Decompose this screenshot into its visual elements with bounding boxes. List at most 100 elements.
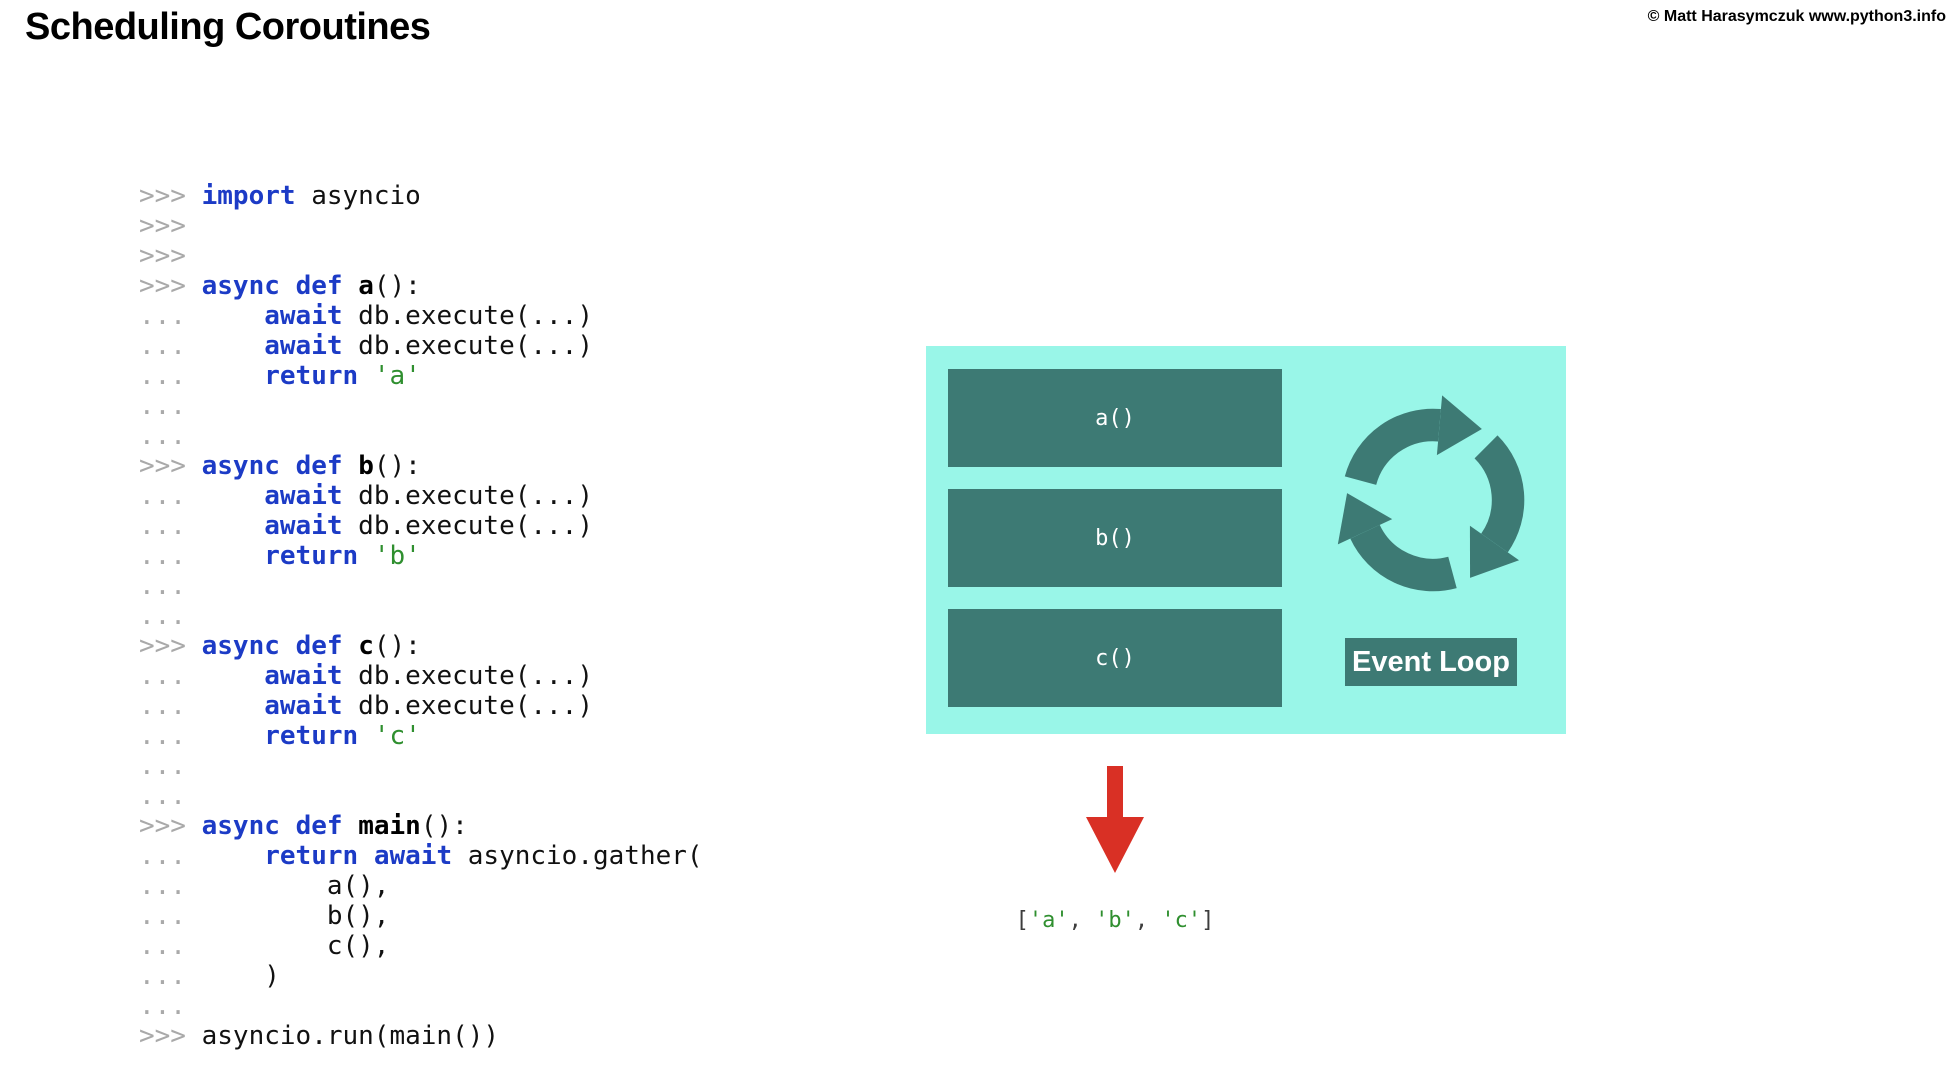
code-token: >>> [139,1021,202,1051]
code-token [202,481,265,511]
code-line: ... [139,781,703,811]
code-token: >>> [139,631,202,661]
code-token: (): [373,451,421,481]
arrow-stem [1107,766,1123,818]
code-token: >>> [139,271,202,301]
code-line: ... return 'c' [139,721,703,751]
code-token: ... [139,541,202,571]
code-line: >>> async def c(): [139,631,703,661]
code-token [343,811,359,841]
code-token: db.execute(...) [342,511,593,541]
code-token: ) [201,961,280,991]
code-token [358,541,374,571]
event-loop-panel: a()b()c() Event Loop [926,346,1566,734]
code-token: ... [139,421,186,451]
task-box-c: c() [948,609,1282,707]
code-token: c(), [201,931,390,961]
code-token: def [295,811,343,841]
code-line: ... [139,991,703,1021]
result-arrow [948,766,1282,873]
code-token [202,541,265,571]
code-token [343,631,359,661]
code-token [202,511,265,541]
code-line: ... [139,571,703,601]
code-token: await [373,841,453,871]
code-token: ... [139,841,202,871]
code-line: ... return await asyncio.gather( [139,841,703,871]
code-line: >>> async def main(): [139,811,703,841]
code-line: ... await db.execute(...) [139,481,703,511]
code-token: async [201,811,280,841]
code-token: ... [139,991,186,1021]
code-token: >>> [139,181,202,211]
code-line: >>> asyncio.run(main()) [139,1021,703,1051]
code-token: , [1134,908,1162,933]
code-line: ... a(), [139,871,703,901]
task-box-a: a() [948,369,1282,467]
code-token: ... [139,901,202,931]
code-token: ... [139,721,202,751]
result-text: ['a', 'b', 'c'] [948,908,1282,933]
code-token: await [264,481,343,511]
code-line: ... [139,421,703,451]
code-token: return [264,361,359,391]
code-token [202,841,265,871]
code-line: ... return 'b' [139,541,703,571]
code-line: ... await db.execute(...) [139,301,703,331]
event-loop-cycle-icon [1337,395,1525,592]
code-token: >>> [139,211,186,241]
code-token [358,361,374,391]
arrow-head-icon [1086,817,1144,873]
code-token: def [295,631,343,661]
code-token: asyncio.run(main()) [201,1021,500,1051]
code-token: await [264,331,343,361]
code-line: ... b(), [139,901,703,931]
code-token: >>> [139,811,202,841]
code-token: 'a' [373,361,421,391]
code-token: async [201,451,280,481]
code-token: import [201,181,296,211]
code-token: ... [139,361,202,391]
page-title: Scheduling Coroutines [25,6,431,48]
code-token: [ [1015,908,1029,933]
code-token [343,271,359,301]
code-token: return [264,721,359,751]
code-token: ... [139,931,202,961]
code-line: >>> async def b(): [139,451,703,481]
code-line: ... await db.execute(...) [139,691,703,721]
code-token: ] [1201,908,1215,933]
code-token [202,661,265,691]
code-line: ... [139,601,703,631]
code-token: , [1068,908,1096,933]
code-token [202,301,265,331]
code-token: def [295,271,343,301]
code-token: ... [139,601,186,631]
code-token: main [358,811,421,841]
code-line: >>> [139,211,703,241]
code-token: await [264,511,343,541]
code-token: 'a' [1028,908,1069,933]
code-token: ... [139,511,202,541]
code-line: ... await db.execute(...) [139,661,703,691]
code-token: ... [139,391,186,421]
code-token: db.execute(...) [342,331,593,361]
code-line: >>> import asyncio [139,181,703,211]
code-block: >>> import asyncio>>>>>>>>> async def a(… [139,181,703,1051]
code-token: asyncio [295,181,421,211]
event-loop-label: Event Loop [1345,638,1517,686]
code-token [202,691,265,721]
code-token [343,451,359,481]
code-token [358,721,374,751]
code-token: await [264,301,343,331]
code-token: (): [420,811,468,841]
code-token: ... [139,871,202,901]
code-token: b [358,451,374,481]
code-token: def [295,451,343,481]
code-token: await [264,691,343,721]
code-token [280,811,296,841]
code-token: c [358,631,374,661]
code-line: >>> [139,241,703,271]
task-column: a()b()c() [948,369,1282,707]
code-token: >>> [139,451,202,481]
